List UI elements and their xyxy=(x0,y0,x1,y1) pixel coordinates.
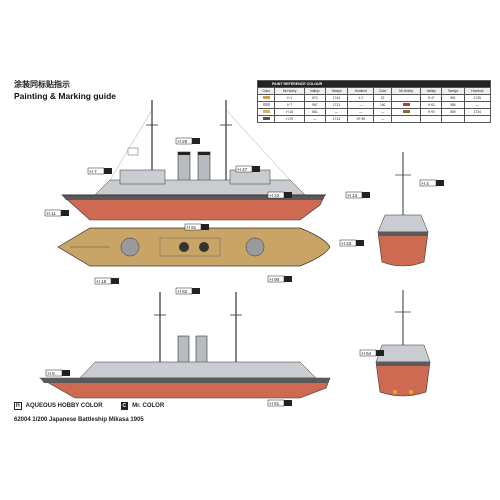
paint-cell xyxy=(463,115,492,123)
callout-label: H 22 xyxy=(270,193,280,198)
callout-badges: H 29 H 47 H 7 H 22 H 11 H 91 H 18 H 62 H 90 H 33 H… xyxy=(44,137,444,407)
callout-label: H 91 xyxy=(187,225,197,230)
paint-reference-table: PAINT REFERENCE COLOUR Color Mr.Hobby Va… xyxy=(256,80,492,123)
color-swatch xyxy=(256,115,276,123)
callout-label: H 47 xyxy=(238,167,248,172)
deck-plan-view xyxy=(57,227,331,267)
callout-label: H 8 xyxy=(48,371,56,376)
paint-callout: H 90 xyxy=(267,275,292,283)
callout-label: H 29 xyxy=(178,139,188,144)
paint-cell: 1713 xyxy=(324,115,349,123)
side-view-bottom xyxy=(38,292,331,399)
paint-callout: H 33 xyxy=(339,239,364,247)
paint-callout: H 22 xyxy=(267,191,292,199)
callout-label: H 90 xyxy=(270,277,280,282)
paint-cell: — xyxy=(373,115,392,123)
mr-color-box-icon: C xyxy=(120,402,129,410)
paint-callout: H 47 xyxy=(235,165,260,173)
callout-label: H 62 xyxy=(178,289,188,294)
paint-callout: H 13 xyxy=(345,191,370,199)
paint-callout: H 3 xyxy=(419,179,444,187)
callout-label: H 54 xyxy=(362,351,372,356)
paint-callout: H 54 xyxy=(359,349,384,357)
callout-label: H 13 xyxy=(348,193,358,198)
front-view-bottom xyxy=(375,290,431,397)
callout-label: H 18 xyxy=(97,279,107,284)
mr-color-label: Mr. COLOR xyxy=(132,403,165,409)
paint-callout: H 62 xyxy=(175,287,200,295)
paint-cell xyxy=(441,115,465,123)
callout-label: H 33 xyxy=(342,241,352,246)
page-title: Painting & Marking guide xyxy=(14,91,117,101)
paint-callout: H 51 xyxy=(267,399,292,407)
callout-label: H 11 xyxy=(47,211,57,216)
paint-callout: H 11 xyxy=(44,209,69,217)
callout-label: H 51 xyxy=(270,401,280,406)
side-view-top xyxy=(61,100,326,221)
paint-callout: H 18 xyxy=(94,277,119,285)
aqueous-label: AQUEOUS HOBBY COLOR xyxy=(25,403,103,409)
legend: H AQUEOUS HOBBY COLOR C Mr. COLOR xyxy=(14,402,164,410)
front-view-top xyxy=(377,152,429,267)
callout-label: H 3 xyxy=(422,181,430,186)
paint-callout: H 29 xyxy=(175,137,200,145)
paint-callout: H 8 xyxy=(45,369,70,377)
kit-caption: 62004 1/200 Japanese Battleship Mikasa 1… xyxy=(14,417,144,423)
paint-callout: H 7 xyxy=(87,167,112,175)
page-title-chinese: 涂装同标贴指示 xyxy=(14,80,70,89)
aqueous-box-icon: H xyxy=(14,402,22,410)
callout-label: H 7 xyxy=(90,169,98,174)
paint-callout: H 91 xyxy=(184,223,209,231)
